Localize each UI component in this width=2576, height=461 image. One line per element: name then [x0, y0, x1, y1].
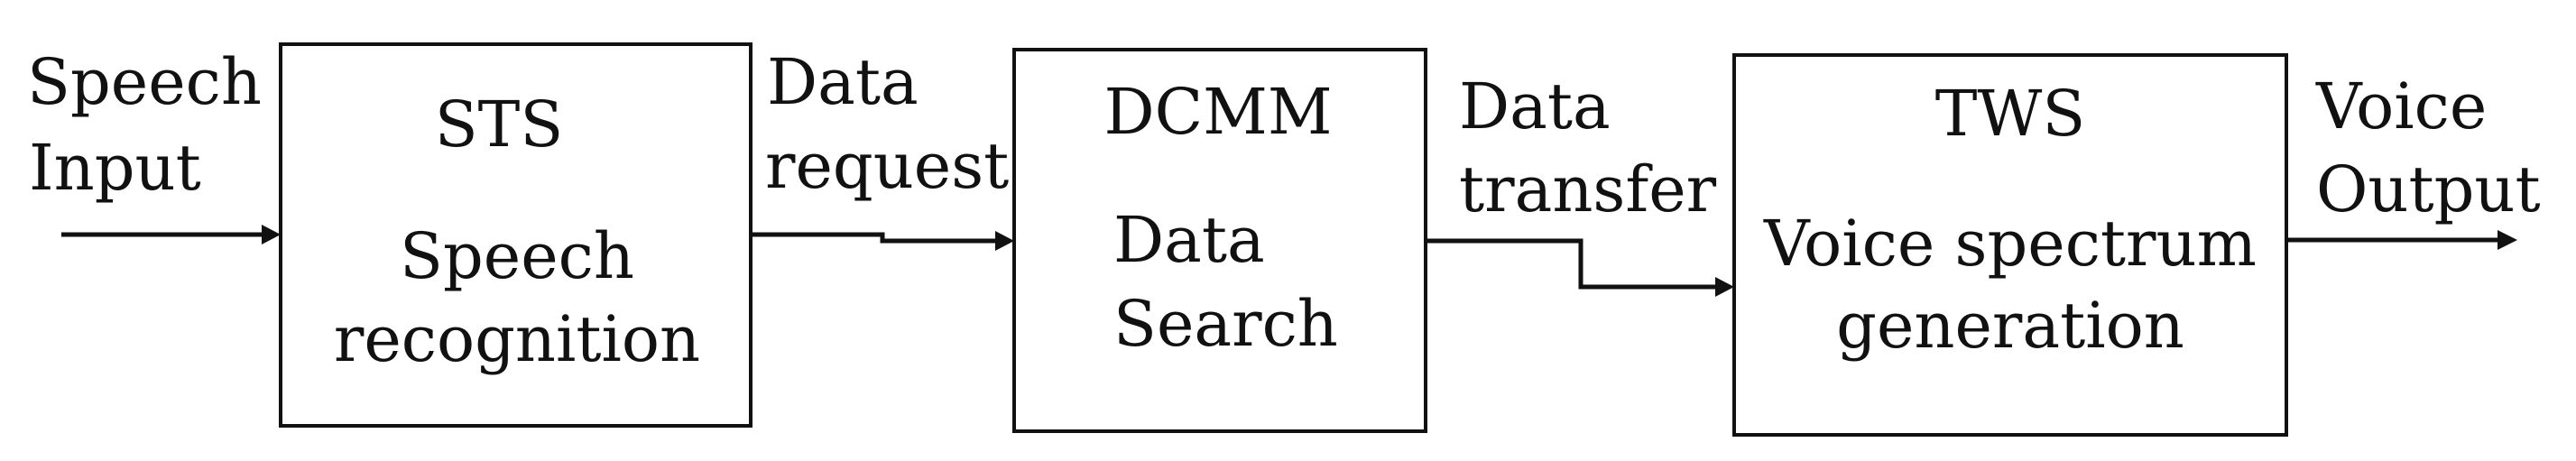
tws-label-line2: generation: [1836, 289, 2184, 363]
sts-title: STS: [435, 88, 564, 161]
input-arrowhead: [262, 225, 281, 244]
transfer-arrowhead: [1715, 277, 1734, 297]
dcmm-label-line1: Data: [1113, 203, 1265, 277]
output-label-line1: Voice: [2315, 69, 2487, 143]
transfer-label-line2: transfer: [1459, 152, 1717, 226]
input-label-line2: Input: [29, 131, 201, 205]
tws-label-line1: Voice spectrum: [1763, 207, 2257, 281]
output-arrowhead: [2498, 230, 2517, 250]
dcmm-title: DCMM: [1103, 75, 1332, 149]
request-label-line1: Data: [767, 45, 919, 119]
tws-title: TWS: [1935, 77, 2086, 151]
input-label-line1: Speech: [27, 45, 262, 119]
sts-box: [279, 42, 752, 428]
transfer-label-line1: Data: [1459, 69, 1611, 143]
tws-box: [1732, 53, 2288, 437]
sts-label-line1: Speech: [400, 219, 634, 293]
request-arrowhead: [995, 231, 1014, 251]
request-arrow-line: [751, 232, 996, 244]
dcmm-label-line2: Search: [1113, 287, 1338, 361]
request-label-line2: request: [765, 129, 1009, 203]
sts-label-line2: recognition: [334, 302, 700, 376]
dcmm-box: [1012, 48, 1427, 433]
output-label-line2: Output: [2316, 152, 2541, 226]
transfer-arrow-line: [1426, 238, 1716, 290]
